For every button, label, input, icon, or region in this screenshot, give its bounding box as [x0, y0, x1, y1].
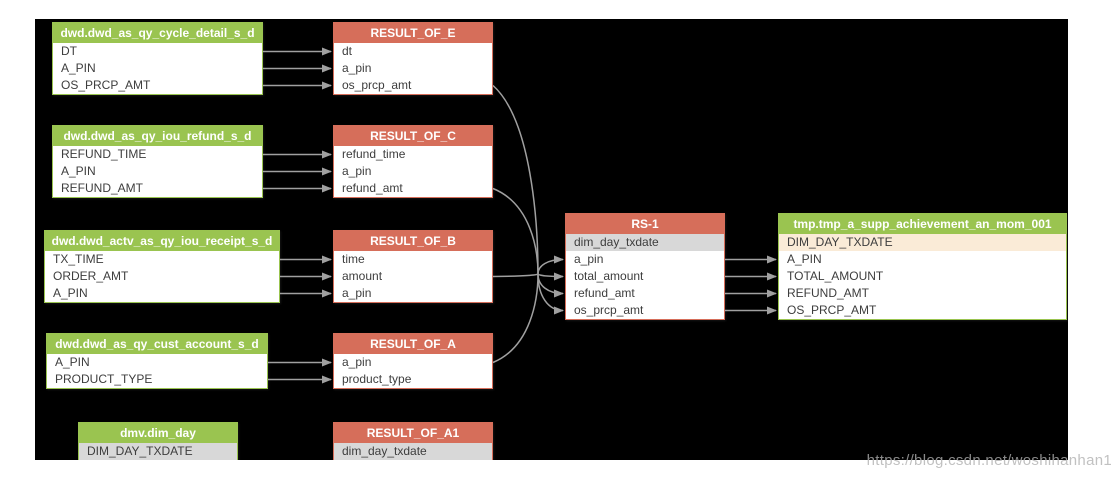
edge-result_of_b-1-to-rs_1-2	[492, 272, 564, 281]
row-rs_1-dim_day_txdate[interactable]: dim_day_txdate	[566, 234, 724, 251]
table-title-dwd_as_qy_cycle_detail_s_d[interactable]: dwd.dwd_as_qy_cycle_detail_s_d	[53, 23, 262, 43]
row-dwd_actv_as_qy_iou_receipt_s_d-tx_time[interactable]: TX_TIME	[53, 252, 104, 266]
row-dwd_as_qy_iou_refund_s_d-a_pin[interactable]: A_PIN	[61, 164, 96, 178]
row-dwd_as_qy_cycle_detail_s_d-a_pin[interactable]: A_PIN	[61, 61, 96, 75]
row-rs_1-a_pin[interactable]: a_pin	[574, 252, 604, 266]
row-result_of_b-time[interactable]: time	[342, 252, 365, 266]
table-title-result_of_a1[interactable]: RESULT_OF_A1	[334, 423, 492, 443]
edge-result_of_a-0-to-rs_1-1	[492, 255, 564, 364]
row-result_of_a-a_pin[interactable]: a_pin	[342, 355, 372, 369]
row-dwd_as_qy_cust_account_s_d-product_type[interactable]: PRODUCT_TYPE	[55, 372, 153, 386]
table-rows: a_pin product_type	[334, 354, 492, 388]
table-title-result_of_e[interactable]: RESULT_OF_E	[334, 23, 492, 43]
table-title-tmp_tmp_a_supp_achievement_an_mom_001[interactable]: tmp.tmp_a_supp_achievement_an_mom_001	[779, 214, 1066, 234]
table-title-dmv_dim_day[interactable]: dmv.dim_day	[79, 423, 237, 443]
row-result_of_a1-dim_day_txdate[interactable]: dim_day_txdate	[334, 443, 492, 460]
table-node-result_of_a1[interactable]: RESULT_OF_A1 dim_day_txdate	[333, 422, 493, 460]
row-tmp_tmp_a_supp_achievement_an_mom_001-os_prcp_amt[interactable]: OS_PRCP_AMT	[787, 303, 877, 317]
row-dmv_dim_day-dim_day_txdate[interactable]: DIM_DAY_TXDATE	[79, 443, 237, 460]
row-result_of_c-a_pin[interactable]: a_pin	[342, 164, 372, 178]
table-node-result_of_a[interactable]: RESULT_OF_A a_pin product_type	[333, 333, 493, 389]
row-dwd_actv_as_qy_iou_receipt_s_d-order_amt[interactable]: ORDER_AMT	[53, 269, 129, 283]
row-dwd_as_qy_iou_refund_s_d-refund_time[interactable]: REFUND_TIME	[61, 147, 147, 161]
row-result_of_e-dt[interactable]: dt	[342, 44, 353, 58]
table-rows: time amount a_pin	[334, 251, 492, 302]
table-node-dwd_as_qy_cycle_detail_s_d[interactable]: dwd.dwd_as_qy_cycle_detail_s_d DT A_PIN OS…	[52, 22, 263, 95]
row-tmp_tmp_a_supp_achievement_an_mom_001-dim_day_txdate[interactable]: DIM_DAY_TXDATE	[779, 234, 1066, 251]
row-rs_1-refund_amt[interactable]: refund_amt	[574, 286, 635, 300]
table-title-result_of_b[interactable]: RESULT_OF_B	[334, 231, 492, 251]
row-result_of_e-os_prcp_amt[interactable]: os_prcp_amt	[342, 78, 412, 92]
row-result_of_c-refund_amt[interactable]: refund_amt	[342, 181, 403, 195]
table-node-dwd_as_qy_iou_refund_s_d[interactable]: dwd.dwd_as_qy_iou_refund_s_d REFUND_TIME…	[52, 125, 263, 198]
edge-layer	[263, 47, 777, 384]
table-rows: DIM_DAY_TXDATE	[79, 443, 237, 460]
row-dwd_as_qy_iou_refund_s_d-refund_amt[interactable]: REFUND_AMT	[61, 181, 144, 195]
table-node-tmp_tmp_a_supp_achievement_an_mom_001[interactable]: tmp.tmp_a_supp_achievement_an_mom_001 DI…	[778, 213, 1067, 320]
row-tmp_tmp_a_supp_achievement_an_mom_001-a_pin[interactable]: A_PIN	[787, 252, 822, 266]
row-dwd_actv_as_qy_iou_receipt_s_d-a_pin[interactable]: A_PIN	[53, 286, 88, 300]
table-rows: dt a_pin os_prcp_amt	[334, 43, 492, 94]
row-result_of_a-product_type[interactable]: product_type	[342, 372, 412, 386]
table-title-result_of_c[interactable]: RESULT_OF_C	[334, 126, 492, 146]
row-result_of_b-a_pin[interactable]: a_pin	[342, 286, 372, 300]
edge-result_of_e-2-to-rs_1-4	[492, 84, 564, 315]
table-rows: refund_time a_pin refund_amt	[334, 146, 492, 197]
table-rows: dim_day_txdate	[334, 443, 492, 460]
edge-result_of_c-2-to-rs_1-3	[492, 187, 564, 298]
table-node-dmv_dim_day[interactable]: dmv.dim_day DIM_DAY_TXDATE	[78, 422, 238, 460]
table-node-result_of_b[interactable]: RESULT_OF_B time amount a_pin	[333, 230, 493, 303]
table-node-dwd_actv_as_qy_iou_receipt_s_d[interactable]: dwd.dwd_actv_as_qy_iou_receipt_s_d TX_TI…	[44, 230, 280, 303]
table-node-result_of_e[interactable]: RESULT_OF_E dt a_pin os_prcp_amt	[333, 22, 493, 95]
lineage-canvas: dwd.dwd_as_qy_cycle_detail_s_d DT A_PIN OS…	[35, 19, 1068, 460]
table-rows: REFUND_TIME A_PIN REFUND_AMT	[53, 146, 262, 197]
table-node-result_of_c[interactable]: RESULT_OF_C refund_time a_pin refund_amt	[333, 125, 493, 198]
table-rows: A_PIN PRODUCT_TYPE	[47, 354, 267, 388]
table-title-dwd_as_qy_iou_refund_s_d[interactable]: dwd.dwd_as_qy_iou_refund_s_d	[53, 126, 262, 146]
table-title-result_of_a[interactable]: RESULT_OF_A	[334, 334, 492, 354]
row-tmp_tmp_a_supp_achievement_an_mom_001-total_amount[interactable]: TOTAL_AMOUNT	[787, 269, 884, 283]
table-rows: DT A_PIN OS_PRCP_AMT	[53, 43, 262, 94]
row-dwd_as_qy_cust_account_s_d-a_pin[interactable]: A_PIN	[55, 355, 90, 369]
row-rs_1-total_amount[interactable]: total_amount	[574, 269, 644, 283]
row-dwd_as_qy_cycle_detail_s_d-os_prcp_amt[interactable]: OS_PRCP_AMT	[61, 78, 151, 92]
watermark: https://blog.csdn.net/woshihanhan1	[866, 452, 1112, 469]
row-result_of_b-amount[interactable]: amount	[342, 269, 383, 283]
row-tmp_tmp_a_supp_achievement_an_mom_001-refund_amt[interactable]: REFUND_AMT	[787, 286, 870, 300]
table-title-rs_1[interactable]: RS-1	[566, 214, 724, 234]
table-node-dwd_as_qy_cust_account_s_d[interactable]: dwd.dwd_as_qy_cust_account_s_d A_PIN PROD…	[46, 333, 268, 389]
table-rows: TX_TIME ORDER_AMT A_PIN	[45, 251, 279, 302]
table-title-dwd_as_qy_cust_account_s_d[interactable]: dwd.dwd_as_qy_cust_account_s_d	[47, 334, 267, 354]
row-result_of_c-refund_time[interactable]: refund_time	[342, 147, 406, 161]
row-dwd_as_qy_cycle_detail_s_d-dt[interactable]: DT	[61, 44, 77, 58]
table-title-dwd_actv_as_qy_iou_receipt_s_d[interactable]: dwd.dwd_actv_as_qy_iou_receipt_s_d	[45, 231, 279, 251]
row-rs_1-os_prcp_amt[interactable]: os_prcp_amt	[574, 303, 644, 317]
row-result_of_e-a_pin[interactable]: a_pin	[342, 61, 372, 75]
